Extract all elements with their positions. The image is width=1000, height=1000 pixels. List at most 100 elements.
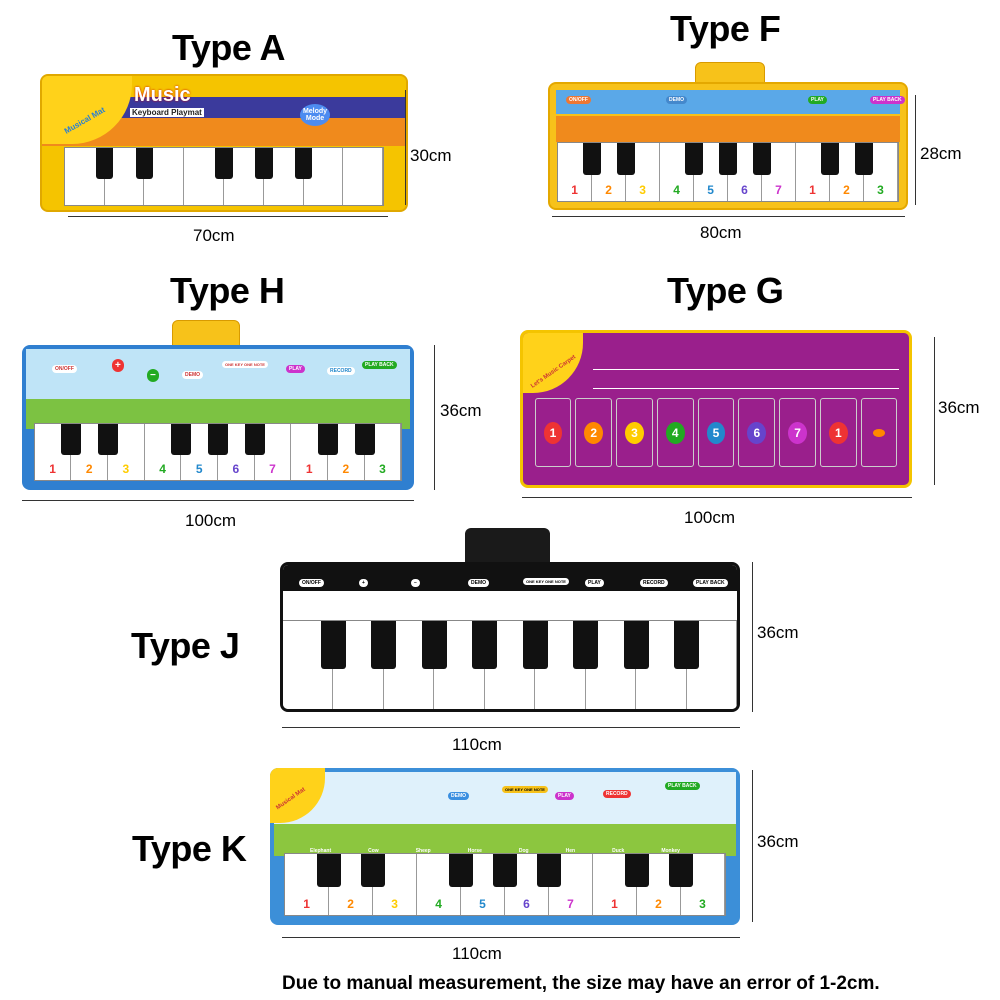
black-key[interactable]: [718, 143, 738, 175]
animal-label: Sheep: [415, 848, 431, 854]
black-key[interactable]: [135, 148, 154, 180]
black-key[interactable]: [668, 853, 694, 888]
play-back-button[interactable]: PLAY BACK: [693, 579, 728, 587]
white-key[interactable]: 3: [365, 424, 402, 481]
black-key[interactable]: [97, 424, 119, 456]
key-number: 6: [232, 462, 240, 477]
black-key[interactable]: [674, 620, 700, 670]
key-number: 5: [479, 896, 486, 911]
demo-button[interactable]: DEMO: [468, 579, 489, 587]
width-line: [282, 727, 740, 728]
black-key[interactable]: [492, 853, 518, 888]
white-key[interactable]: 2: [575, 398, 613, 467]
one-key-one-note-button[interactable]: ONE KEY ONE NOTE: [523, 578, 569, 585]
white-key[interactable]: 4: [656, 398, 694, 467]
piano-keys: [63, 147, 385, 206]
black-key[interactable]: [95, 148, 114, 180]
type-g-width: 100cm: [684, 508, 736, 527]
black-key[interactable]: [320, 620, 346, 670]
mode-star[interactable]: Melody Mode: [300, 104, 330, 126]
black-key[interactable]: [207, 424, 229, 456]
black-key[interactable]: [472, 620, 498, 670]
white-key[interactable]: [304, 148, 344, 205]
black-key[interactable]: [854, 143, 874, 175]
on-off-button[interactable]: ON/OFF: [299, 579, 324, 587]
black-key[interactable]: [616, 143, 636, 175]
black-key[interactable]: [624, 853, 650, 888]
black-key[interactable]: [294, 148, 313, 180]
white-key[interactable]: 7: [779, 398, 816, 467]
white-key[interactable]: 5: [697, 398, 735, 467]
white-key[interactable]: 7: [549, 853, 593, 915]
animal-label: Dog: [518, 848, 529, 854]
black-key[interactable]: [448, 853, 474, 888]
record-button[interactable]: RECORD: [640, 579, 668, 587]
play-button[interactable]: PLAY: [555, 792, 574, 800]
black-key[interactable]: [421, 620, 447, 670]
white-key[interactable]: 1: [534, 398, 572, 467]
play-button[interactable]: PLAY: [585, 579, 604, 587]
minus-button[interactable]: −: [147, 369, 159, 382]
key-number: 1: [809, 182, 816, 197]
white-key[interactable]: [860, 398, 898, 467]
white-key[interactable]: 6: [738, 398, 776, 467]
black-key[interactable]: [255, 148, 273, 180]
white-key[interactable]: 3: [626, 143, 661, 201]
black-key[interactable]: [360, 853, 386, 888]
black-key[interactable]: [317, 424, 339, 456]
record-button[interactable]: RECORD: [327, 367, 355, 375]
white-key[interactable]: 3: [864, 143, 898, 201]
key-number: 3: [122, 462, 130, 477]
white-key[interactable]: [343, 148, 384, 205]
white-key[interactable]: 7: [255, 424, 292, 481]
on-off-button[interactable]: ON/OFF: [566, 96, 591, 104]
demo-button[interactable]: DEMO: [448, 792, 469, 800]
white-key[interactable]: 3: [681, 853, 725, 915]
record-button[interactable]: RECORD: [603, 790, 631, 798]
play-button[interactable]: PLAY: [808, 96, 827, 104]
black-key[interactable]: [316, 853, 342, 888]
black-key[interactable]: [61, 424, 82, 456]
white-key[interactable]: 3: [373, 853, 418, 915]
black-key[interactable]: [623, 620, 649, 670]
plus-button[interactable]: +: [359, 579, 368, 587]
black-key[interactable]: [582, 143, 602, 175]
black-key[interactable]: [573, 620, 599, 670]
play-back-button[interactable]: PLAY BACK: [870, 96, 905, 104]
white-key[interactable]: [144, 148, 185, 205]
black-key[interactable]: [752, 143, 772, 175]
type-j-width: 110cm: [452, 735, 502, 754]
one-key-one-note-button[interactable]: ONE KEY ONE NOTE: [222, 361, 268, 368]
play-button[interactable]: PLAY: [286, 365, 305, 373]
black-key[interactable]: [244, 424, 265, 456]
white-key[interactable]: 1: [819, 398, 857, 467]
white-key[interactable]: [687, 620, 737, 709]
minus-button[interactable]: −: [411, 579, 420, 587]
black-key[interactable]: [684, 143, 704, 175]
black-key[interactable]: [536, 853, 562, 888]
black-key[interactable]: [171, 424, 192, 456]
white-key[interactable]: 3: [616, 398, 653, 467]
black-key[interactable]: [215, 148, 233, 180]
one-key-one-note-button[interactable]: ONE KEY ONE NOTE: [502, 786, 548, 793]
key-number: 4: [435, 896, 442, 911]
play-back-button[interactable]: PLAY BACK: [665, 782, 700, 790]
white-key[interactable]: 7: [762, 143, 796, 201]
demo-button[interactable]: DEMO: [666, 96, 687, 104]
black-key[interactable]: [820, 143, 840, 175]
black-key[interactable]: [371, 620, 397, 670]
height-line: [934, 337, 935, 485]
plus-button[interactable]: +: [112, 359, 124, 372]
black-key[interactable]: [354, 424, 375, 456]
key-number: 3: [625, 421, 644, 444]
piano-keys: [283, 619, 737, 709]
white-key[interactable]: 3: [108, 424, 145, 481]
demo-button[interactable]: DEMO: [182, 371, 203, 379]
play-back-button[interactable]: PLAY BACK: [362, 361, 397, 369]
black-key[interactable]: [522, 620, 548, 670]
on-off-button[interactable]: ON/OFF: [52, 365, 77, 373]
type-j-title: Type J: [131, 625, 240, 666]
